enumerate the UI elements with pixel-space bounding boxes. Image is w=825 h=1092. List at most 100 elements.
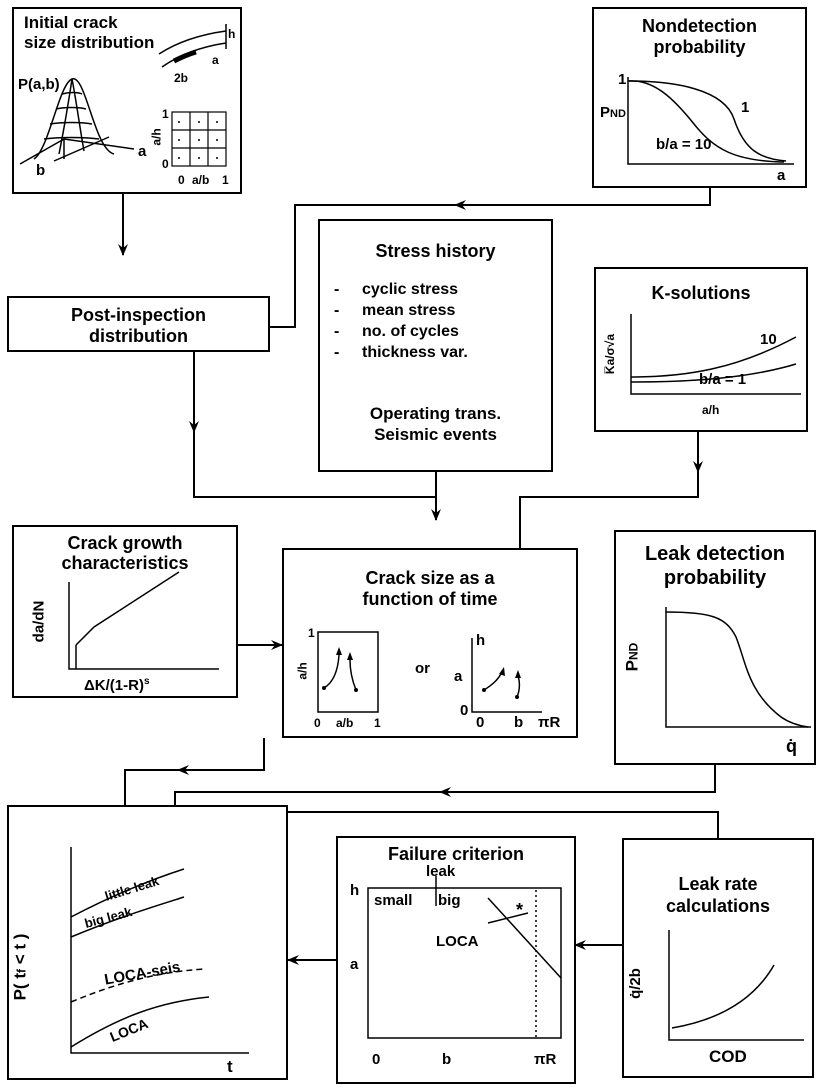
growth-title-2: characteristics bbox=[61, 553, 189, 573]
failure-leak-label: leak bbox=[426, 863, 456, 880]
cracksize-right-a: a bbox=[454, 668, 463, 685]
growth-xlabel-sup: s bbox=[143, 676, 150, 687]
stress-dash: - bbox=[334, 344, 340, 361]
nondetect-curve2-label: b/a = 10 bbox=[656, 136, 712, 153]
p-ab-label: P(a,b) bbox=[18, 76, 60, 93]
stress-item-label: cyclic stress bbox=[362, 281, 459, 298]
cracksize-left-x0: 0 bbox=[314, 716, 321, 730]
line-leakrate-top bbox=[234, 811, 719, 838]
nondetect-curve1-label: 1 bbox=[741, 99, 750, 116]
cracksize-left-y1: 1 bbox=[308, 626, 315, 640]
cracksize-right-b: b bbox=[514, 714, 524, 731]
nondetect-xlabel: a bbox=[777, 167, 786, 184]
failure-probability-box: P( tf < t ) little leak big leak LOCA-se… bbox=[7, 805, 288, 1080]
stress-item: - mean stress bbox=[334, 300, 468, 321]
cracksize-title-2: function of time bbox=[362, 589, 498, 609]
leakdet-title-2: probability bbox=[663, 567, 767, 589]
initial-title-1: Initial crack bbox=[24, 13, 118, 32]
leakrate-xlabel: COD bbox=[709, 1047, 747, 1066]
nondetect-ylabel: PND bbox=[600, 104, 626, 121]
failure-small-label: small bbox=[374, 892, 413, 909]
failure-xb-label: b bbox=[442, 1051, 452, 1068]
initial-crack-box: Initial crack size distribution P(a,b) a… bbox=[12, 7, 242, 194]
crack-size-box: Crack size as a function of time a/h 1 0… bbox=[282, 548, 578, 738]
line-post-to-nondetect bbox=[270, 204, 480, 328]
stress-item-label: mean stress bbox=[362, 302, 456, 319]
grid-y0-label: 0 bbox=[162, 157, 169, 171]
grid-x-label: a/b bbox=[192, 173, 210, 187]
failure-loca-label: LOCA bbox=[436, 933, 479, 950]
stress-item-label: no. of cycles bbox=[362, 323, 459, 340]
pipe-2b-label: 2b bbox=[174, 71, 189, 85]
leakdet-ylabel-sub: ND bbox=[626, 642, 641, 660]
arrow-cracksize-left bbox=[177, 738, 265, 775]
pipe-h-label: h bbox=[228, 27, 236, 41]
cracksize-left-xlabel: a/b bbox=[336, 716, 354, 730]
probability-plot bbox=[70, 847, 249, 1054]
cracksize-right-h: h bbox=[476, 632, 486, 649]
crack-growth-box: Crack growth characteristics da/dN ΔK/(1… bbox=[12, 525, 238, 698]
growth-xlabel-text: ΔK/(1-R) bbox=[84, 677, 144, 694]
grid-dots bbox=[178, 121, 218, 159]
nondetect-y1: 1 bbox=[618, 71, 627, 88]
leakdet-ylabel-p: P bbox=[622, 660, 642, 672]
stress-item: - thickness var. bbox=[334, 342, 468, 363]
stress-title: Stress history bbox=[375, 241, 496, 261]
failure-star: * bbox=[516, 900, 524, 920]
leakrate-ylabel: q̇/2b bbox=[626, 968, 644, 999]
leakrate-plot bbox=[668, 930, 804, 1041]
nondetect-title-2: probability bbox=[653, 37, 746, 57]
stress-footer-2: Seismic events bbox=[374, 425, 497, 444]
post-title-1: Post-inspection bbox=[70, 305, 206, 325]
failure-criterion-box: Failure criterion leak h small big * LOC… bbox=[336, 836, 576, 1084]
stress-dash: - bbox=[334, 302, 340, 319]
cracksize-or: or bbox=[415, 660, 430, 677]
prob-ylabel-p: P( t bbox=[10, 973, 30, 1001]
ksol-ylabel: K̅a/σ√a bbox=[603, 333, 618, 375]
growth-xlabel: ΔK/(1-R)s bbox=[84, 676, 150, 694]
line-leak-feedback bbox=[174, 791, 468, 805]
prob-ylabel-sub: f bbox=[14, 969, 29, 974]
post-inspection-box: Post-inspection distribution bbox=[7, 296, 270, 352]
nondetect-plot bbox=[627, 77, 794, 165]
grid-x0-label: 0 bbox=[178, 173, 185, 187]
line-post-to-cracksize bbox=[193, 430, 436, 498]
failure-big-label: big bbox=[438, 892, 461, 909]
cracksize-right-pr: πR bbox=[538, 714, 561, 731]
growth-plot bbox=[68, 571, 219, 670]
leakdet-ylabel: PND bbox=[622, 643, 642, 672]
nondetect-ylabel-p: P bbox=[600, 104, 611, 121]
cracksize-plots bbox=[317, 631, 542, 713]
grid-y1-label: 1 bbox=[162, 107, 169, 121]
axis-b-label: b bbox=[36, 162, 46, 179]
failure-xpr-label: πR bbox=[534, 1051, 557, 1068]
failure-x0-label: 0 bbox=[372, 1051, 381, 1068]
pipe-a-label: a bbox=[212, 53, 219, 67]
leak-rate-box: Leak rate calculations q̇/2b COD bbox=[622, 838, 814, 1078]
cracksize-title-1: Crack size as a bbox=[365, 568, 495, 588]
leakrate-title-2: calculations bbox=[665, 896, 771, 916]
failure-h-label: h bbox=[350, 882, 360, 899]
stress-item-label: thickness var. bbox=[362, 344, 468, 361]
stress-items: - cyclic stress - mean stress - no. of cycl… bbox=[334, 279, 468, 363]
leakrate-title-1: Leak rate bbox=[678, 874, 758, 894]
leakdet-xlabel: q̇ bbox=[786, 736, 797, 756]
leak-detection-box: Leak detection probability PND q̇ bbox=[614, 530, 816, 765]
cracksize-left-ylabel: a/h bbox=[295, 662, 310, 680]
nondetect-ylabel-sub: ND bbox=[610, 108, 626, 120]
post-title-2: distribution bbox=[89, 326, 188, 346]
line-ksol-to-cracksize bbox=[519, 470, 699, 548]
prob-xlabel: t bbox=[227, 1057, 233, 1076]
growth-title-1: Crack growth bbox=[67, 533, 183, 553]
prob-ylabel-rest: < t ) bbox=[10, 933, 30, 970]
arrow-nondetect-to-post bbox=[454, 188, 711, 210]
prob-ylabel: P( tf < t ) bbox=[10, 934, 30, 1001]
cracksize-right-x0: 0 bbox=[476, 714, 485, 731]
arrow-leakdet-left bbox=[439, 765, 716, 797]
line-left-feedback-1 bbox=[124, 769, 195, 805]
initial-crack-sketch bbox=[19, 24, 227, 167]
k-solutions-box: K-solutions K̅a/σ√a 10 b/a = 1 a/h bbox=[594, 267, 808, 432]
growth-ylabel: da/dN bbox=[30, 600, 48, 643]
nondetect-title-1: Nondetection bbox=[642, 16, 757, 36]
nondetection-box: Nondetection probability 1 PND 1 b/a = 1… bbox=[592, 7, 807, 188]
